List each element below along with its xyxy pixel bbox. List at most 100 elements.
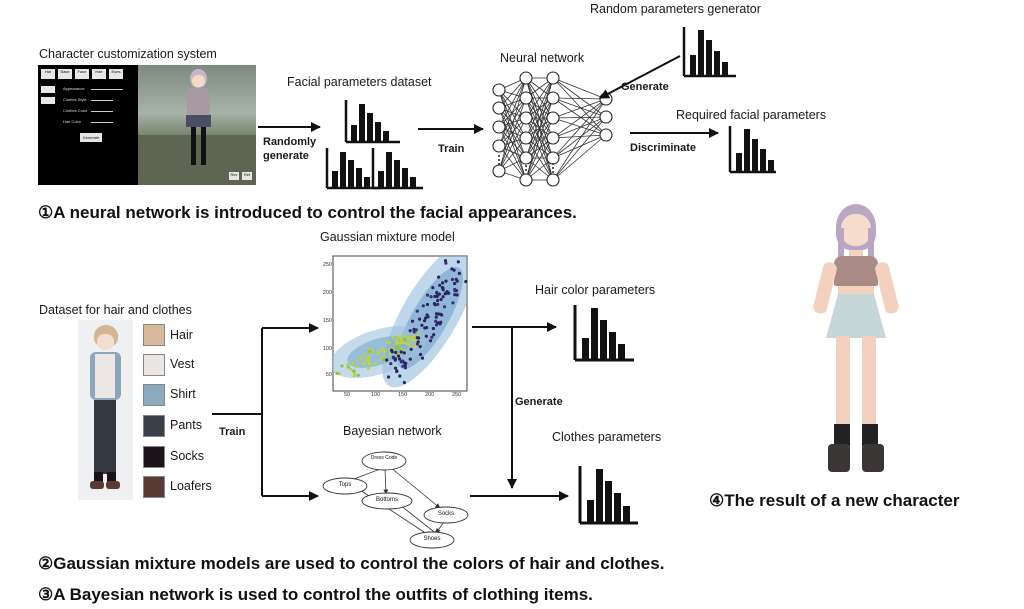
gmm-point-cluster2 (438, 322, 442, 326)
gmm-point-cluster2 (434, 319, 438, 323)
nn-ellipsis-dot (525, 165, 527, 167)
nn-node (546, 91, 560, 105)
gmm-point-cluster1 (387, 341, 391, 345)
nn-edge (498, 126, 527, 159)
nn-ellipsis-dot (552, 167, 554, 169)
gmm-point-cluster1 (376, 352, 380, 356)
bayesian-network (322, 451, 469, 549)
gmm-point-cluster2 (410, 319, 415, 323)
nn-edge (552, 116, 607, 139)
gmm-point-cluster1 (370, 349, 374, 353)
tab-hat[interactable]: Hat (41, 69, 55, 79)
gmm-point-cluster2 (426, 293, 430, 297)
gmm-point-cluster2 (464, 280, 467, 284)
nn-edge (552, 98, 607, 119)
gmm-point-cluster2 (396, 354, 401, 358)
ret-mini-button[interactable]: Ret (242, 172, 252, 180)
gmm-point-cluster2 (421, 304, 425, 308)
histogram-icon-1 (344, 100, 400, 144)
gmm-point-cluster2 (437, 292, 441, 296)
swatch-socks (143, 446, 165, 468)
swatch-vest (143, 354, 165, 376)
gmm-y-tick: 150 (322, 318, 332, 324)
bn-label-dress-code: Dress Code (370, 455, 398, 461)
gmm-point-cluster2 (404, 361, 408, 365)
gmm-x-tick: 250 (452, 392, 462, 398)
hair-clothes-dataset-title: Dataset for hair and clothes (39, 303, 192, 317)
slider-clothes-color[interactable] (91, 111, 113, 112)
nn-edge (552, 98, 607, 181)
gmm-point-cluster1 (382, 349, 386, 354)
generate-mini-button[interactable]: Generate (80, 133, 102, 142)
gmm-point-cluster2 (423, 326, 427, 330)
preview-character (178, 69, 218, 181)
gmm-y-tick: 50 (325, 372, 332, 378)
nn-edge (552, 97, 607, 100)
random-generator-title: Random parameters generator (590, 2, 761, 16)
nn-edge (525, 137, 554, 181)
gmm-point-cluster2 (408, 329, 412, 333)
gmm-point-cluster2 (441, 286, 445, 290)
slider-clothes-style[interactable] (91, 100, 113, 101)
gmm-point-cluster2 (443, 259, 448, 263)
gmm-point-cluster2 (398, 357, 402, 361)
tab-eyes[interactable]: Eyes (109, 69, 123, 79)
bn-label-socks: Socks (437, 511, 455, 517)
caption-1: ①A neural network is introduced to contr… (38, 203, 577, 222)
gmm-point-cluster2 (429, 295, 433, 299)
gmm-point-cluster2 (415, 342, 420, 346)
nn-edge (498, 97, 527, 147)
nn-edge (498, 77, 527, 147)
gmm-point-cluster2 (453, 293, 457, 297)
gmm-plot (332, 255, 468, 392)
gmm-point-cluster1 (364, 358, 368, 362)
nn-edge (525, 77, 554, 139)
swatch-shirt (143, 384, 165, 406)
nn-node (492, 164, 506, 178)
gmm-point-cluster2 (451, 301, 455, 305)
gmm-point-cluster2 (432, 333, 436, 337)
gmm-point-cluster2 (431, 286, 435, 290)
customization-system-title: Character customization system (39, 47, 217, 61)
gmm-point-cluster2 (455, 279, 459, 283)
swatch-label-socks: Socks (170, 449, 205, 463)
gmm-y-tick: 250 (322, 262, 332, 268)
nn-node (492, 120, 506, 134)
nn-edge (552, 116, 607, 181)
gmm-point-cluster2 (457, 271, 461, 275)
slider-hair-color[interactable] (91, 122, 113, 123)
gmm-point-cluster2 (440, 313, 444, 317)
tab-base[interactable]: Base (58, 69, 72, 79)
gmm-point-cluster2 (429, 339, 433, 343)
gmm-y-tick: 100 (322, 346, 332, 352)
option-label-appearance: Appearance (63, 86, 85, 91)
gmm-point-cluster2 (436, 298, 440, 303)
gmm-point-cluster1 (402, 338, 406, 342)
bayesian-network-title: Bayesian network (343, 424, 442, 438)
gmm-point-cluster2 (431, 326, 435, 331)
neural-network-title: Neural network (500, 51, 585, 65)
gmm-point-cluster1 (403, 341, 407, 345)
gmm-point-cluster2 (444, 279, 448, 283)
slider-appearance[interactable] (91, 89, 123, 90)
gmm-point-cluster1 (395, 339, 399, 343)
gmm-point-cluster2 (412, 330, 416, 334)
gmm-point-cluster1 (367, 361, 371, 365)
nn-node (546, 151, 560, 165)
gmm-point-cluster1 (351, 361, 355, 365)
option-label-clothes-style: Clothes Style (63, 97, 87, 102)
gmm-point-cluster2 (385, 358, 389, 362)
nn-ellipsis-dot (552, 163, 554, 165)
tab-face[interactable]: Face (75, 69, 89, 79)
gmm-point-cluster2 (390, 350, 394, 354)
gmm-point-cluster1 (346, 363, 350, 367)
tab-hair[interactable]: Hair (92, 69, 106, 79)
rev-mini-button[interactable]: Rev (229, 172, 239, 180)
nn-ellipsis-dot (498, 155, 500, 157)
gmm-point-cluster1 (368, 349, 372, 354)
gmm-point-cluster2 (420, 356, 425, 360)
nn-edge (552, 77, 607, 100)
nn-node (519, 111, 533, 125)
swatch-label-hair: Hair (170, 328, 193, 342)
gmm-point-cluster2 (387, 375, 391, 379)
